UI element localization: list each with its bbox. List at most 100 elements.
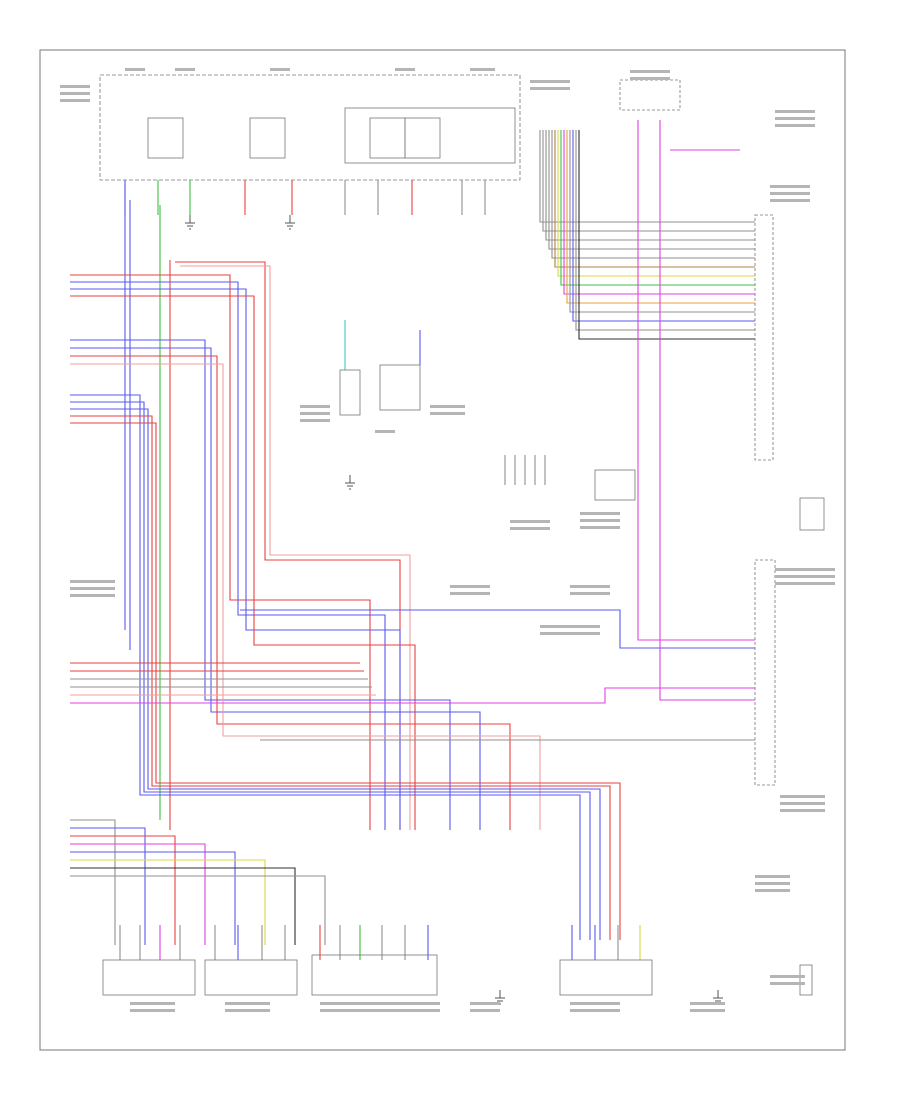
label-mark-24 <box>510 520 550 523</box>
wire-ecu-2 <box>545 130 755 241</box>
label-mark-44 <box>225 1002 270 1005</box>
label-mark-23 <box>430 412 465 415</box>
wire-ecu-6 <box>557 130 755 277</box>
wire-ecu-5 <box>554 130 755 268</box>
label-mark-38 <box>775 582 835 585</box>
label-mark-10 <box>630 70 670 73</box>
label-mark-39 <box>780 795 825 798</box>
label-mark-6 <box>395 68 415 71</box>
wire-row-lower-1 <box>70 401 591 940</box>
wire-row-bottom-1 <box>70 827 146 945</box>
wire-ecu-3 <box>548 130 755 250</box>
label-mark-58 <box>770 982 805 985</box>
label-mark-45 <box>225 1009 270 1012</box>
wire-row-lower-3 <box>70 415 611 940</box>
illegible-labels <box>60 68 835 1012</box>
label-mark-11 <box>630 77 670 80</box>
wire-row-mid-0 <box>70 339 451 830</box>
wire-row-bottom-3 <box>70 843 206 945</box>
label-mark-41 <box>780 809 825 812</box>
label-mark-37 <box>775 575 835 578</box>
wire-magenta-long <box>70 687 755 704</box>
label-mark-5 <box>270 68 290 71</box>
wire-row-top-3 <box>70 295 416 830</box>
driver-window-master-switch <box>311 954 438 996</box>
label-mark-59 <box>540 625 600 628</box>
wire-row-bottom-6 <box>70 867 296 945</box>
label-mark-26 <box>580 512 620 515</box>
label-mark-4 <box>175 68 195 71</box>
label-mark-42 <box>130 1002 175 1005</box>
label-mark-54 <box>755 875 790 878</box>
label-mark-2 <box>60 99 90 102</box>
label-mark-27 <box>580 519 620 522</box>
wire-ecu-7 <box>560 130 755 286</box>
label-mark-16 <box>770 192 810 195</box>
wire-row-lower-2 <box>70 408 601 940</box>
ecu-connector-right <box>754 214 774 461</box>
label-mark-25 <box>510 527 550 530</box>
label-mark-35 <box>70 594 115 597</box>
label-mark-8 <box>530 80 570 83</box>
label-mark-19 <box>300 412 330 415</box>
rear-left-window-switch <box>102 959 196 996</box>
label-mark-31 <box>570 585 610 588</box>
label-mark-12 <box>775 110 815 113</box>
label-mark-1 <box>60 92 90 95</box>
wire-row-mid-3 <box>70 363 541 830</box>
connector-right-lower <box>799 964 813 996</box>
wire-row-top-2 <box>70 288 401 830</box>
control-module-right <box>754 559 776 786</box>
wire-magenta-ecu-2 <box>659 120 755 701</box>
label-mark-34 <box>70 587 115 590</box>
wire-ecu-13 <box>578 130 755 340</box>
wire-ecu-9 <box>566 130 755 304</box>
wire-ecu-0 <box>539 130 755 223</box>
label-mark-60 <box>540 632 600 635</box>
label-mark-13 <box>775 117 815 120</box>
mid-switch <box>339 369 361 416</box>
component-boxes <box>102 79 825 996</box>
rear-right-window-switch <box>204 959 298 996</box>
label-mark-43 <box>130 1009 175 1012</box>
front-right-window-switch <box>559 959 653 996</box>
wire-ecu-10 <box>569 130 755 313</box>
wire-row-mid-1 <box>70 347 481 830</box>
wire-row-lower-4 <box>70 422 621 940</box>
label-mark-40 <box>780 802 825 805</box>
wire-row-bottom-0 <box>70 819 116 945</box>
label-mark-49 <box>470 1009 500 1012</box>
label-mark-47 <box>320 1009 440 1012</box>
label-mark-36 <box>775 568 835 571</box>
ground-symbols <box>185 215 723 1005</box>
wire-row-bottom-7 <box>70 875 326 945</box>
relay-box-top <box>99 74 521 181</box>
wire-row-top-0 <box>70 274 371 830</box>
wire-row-lower-0 <box>70 394 581 940</box>
label-mark-51 <box>570 1009 620 1012</box>
center-relay <box>594 469 636 501</box>
label-mark-50 <box>570 1002 620 1005</box>
wire-blue-long <box>240 609 755 649</box>
label-mark-57 <box>770 975 805 978</box>
wire-pink-bundle <box>180 265 411 830</box>
wire-ecu-4 <box>551 130 755 259</box>
wire-ecu-12 <box>575 130 755 331</box>
wire-row-top-1 <box>70 281 386 830</box>
wire-ecu-1 <box>542 130 755 232</box>
transmission-range-switch <box>799 497 825 531</box>
label-mark-15 <box>770 185 810 188</box>
label-mark-28 <box>580 526 620 529</box>
wire-ecu-8 <box>563 130 755 295</box>
mid-relay <box>379 364 421 411</box>
label-mark-55 <box>755 882 790 885</box>
label-mark-18 <box>300 405 330 408</box>
label-mark-29 <box>450 585 490 588</box>
wire-row-bottom-2 <box>70 835 176 945</box>
label-mark-9 <box>530 87 570 90</box>
label-mark-48 <box>470 1002 500 1005</box>
label-mark-0 <box>60 85 90 88</box>
label-mark-21 <box>375 430 395 433</box>
label-mark-30 <box>450 592 490 595</box>
